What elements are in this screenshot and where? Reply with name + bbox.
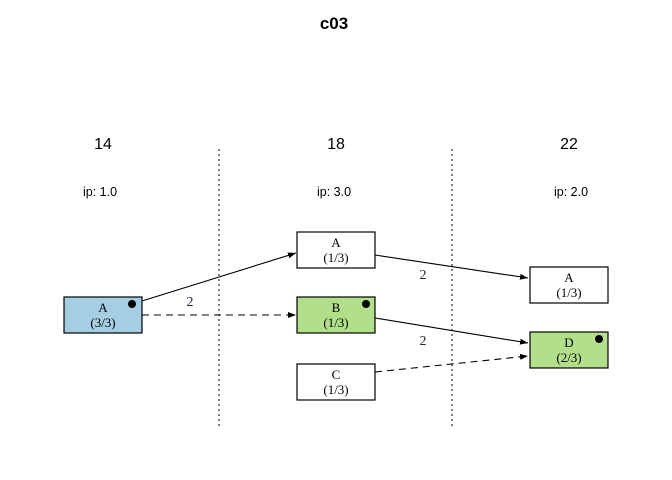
- node-d-22-dot-icon: [595, 335, 603, 343]
- column-header-22: 22: [560, 136, 578, 153]
- column-header-18: 18: [327, 136, 345, 153]
- edge-b18-to-d22: [374, 317, 529, 345]
- node-c-18-label: C: [332, 367, 341, 382]
- node-a-14: A (3/3): [63, 296, 143, 334]
- node-a-22-label: A: [564, 270, 574, 285]
- node-a-22-box: [529, 266, 609, 304]
- node-a-14-label: A: [98, 300, 108, 315]
- edge-weight-b18-d22: 2: [420, 334, 427, 349]
- node-d-22-box: [529, 331, 609, 369]
- node-c-18: C (1/3): [296, 363, 376, 401]
- node-b-18-fraction: (1/3): [323, 315, 348, 330]
- node-c-18-box: [296, 363, 376, 401]
- node-a-14-dot-icon: [128, 300, 136, 308]
- node-d-22: D (2/3): [529, 331, 609, 369]
- column-header-14: 14: [94, 136, 112, 153]
- node-a-18-fraction: (1/3): [323, 250, 348, 265]
- node-a-14-fraction: (3/3): [90, 315, 115, 330]
- edge-a14-to-a18: [141, 252, 297, 302]
- node-b-18-box: [296, 296, 376, 334]
- node-d-22-label: D: [564, 335, 573, 350]
- ip-label-col-22: ip: 2.0: [554, 185, 588, 199]
- node-a-22: A (1/3): [529, 266, 609, 304]
- node-b-18-label: B: [332, 300, 341, 315]
- ip-label-col-14: ip: 1.0: [83, 185, 117, 199]
- node-a-18-label: A: [331, 235, 341, 250]
- node-a-22-fraction: (1/3): [556, 285, 581, 300]
- ip-label-col-18: ip: 3.0: [317, 185, 351, 199]
- node-b-18: B (1/3): [296, 296, 376, 334]
- node-d-22-fraction: (2/3): [556, 350, 581, 365]
- node-b-18-dot-icon: [362, 300, 370, 308]
- node-c-18-fraction: (1/3): [323, 382, 348, 397]
- node-a-18: A (1/3): [296, 231, 376, 269]
- edge-weight-a18-a22: 2: [420, 268, 427, 283]
- edge-weight-a14-a18: 2: [187, 295, 194, 310]
- edge-a18-to-a22: [374, 254, 529, 280]
- edge-c18-to-d22: [374, 353, 529, 373]
- page-title: c03: [320, 14, 348, 33]
- node-a-18-box: [296, 231, 376, 269]
